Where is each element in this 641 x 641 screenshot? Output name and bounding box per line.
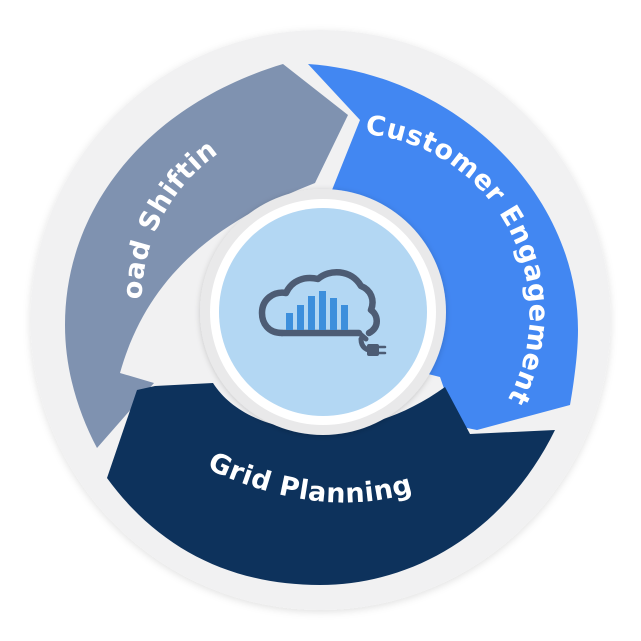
segment-grid-planning	[107, 383, 555, 585]
cloud-bar-chart-plug-icon	[258, 269, 387, 356]
segment-customer-engagement	[308, 64, 578, 430]
segment-load-shifting	[65, 64, 348, 448]
